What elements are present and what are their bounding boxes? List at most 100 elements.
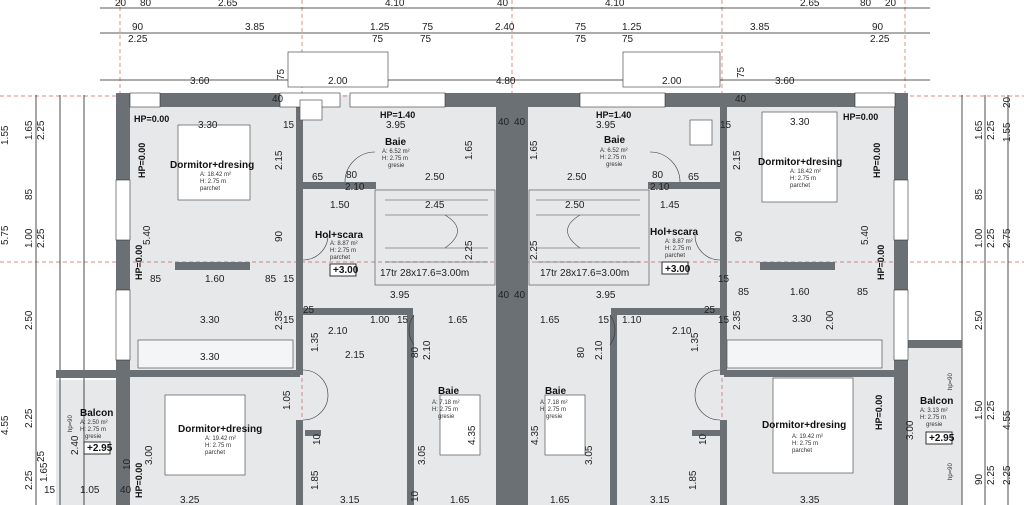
svg-text:4.35: 4.35 <box>530 425 541 445</box>
hp-labels: HP=0.00 HP=1.40 HP=1.40 HP=0.00 HP=0.00 … <box>68 110 954 498</box>
room-balcony-left: Balcon A: 2.50 m² H: 2.75 m gresie <box>80 408 113 440</box>
svg-text:2.25: 2.25 <box>24 470 35 490</box>
svg-text:40: 40 <box>272 94 284 105</box>
svg-text:H: 2.75 m: H: 2.75 m <box>790 176 816 182</box>
svg-text:40: 40 <box>735 94 747 105</box>
svg-text:Baie: Baie <box>604 135 626 146</box>
room-bath3: Baie A: 7.18 m² H: 2.75 m gresie <box>432 386 460 420</box>
svg-text:85: 85 <box>265 274 277 285</box>
svg-text:1.60: 1.60 <box>790 287 810 298</box>
svg-text:3.30: 3.30 <box>200 352 220 363</box>
svg-text:2.25: 2.25 <box>36 120 47 140</box>
svg-text:parchet: parchet <box>205 450 225 456</box>
svg-text:3.95: 3.95 <box>596 290 616 301</box>
svg-text:Baie: Baie <box>385 137 407 148</box>
svg-text:1.50: 1.50 <box>974 400 985 420</box>
dim-r2-3: 1.25 <box>370 22 390 33</box>
svg-text:2.25: 2.25 <box>986 120 997 140</box>
svg-text:85: 85 <box>738 287 750 298</box>
svg-text:1.05: 1.05 <box>80 485 100 496</box>
stairs <box>374 189 650 286</box>
svg-text:2.25: 2.25 <box>529 240 540 260</box>
svg-text:H: 2.75 m: H: 2.75 m <box>792 441 818 447</box>
svg-text:Hol+scara: Hol+scara <box>315 230 364 241</box>
hp-label: HP=0.00 <box>876 245 886 280</box>
svg-text:2.75: 2.75 <box>1002 228 1013 248</box>
svg-text:40: 40 <box>498 290 510 301</box>
svg-text:gresie: gresie <box>606 162 623 168</box>
svg-text:parchet: parchet <box>790 183 810 189</box>
top-dimension-lines <box>100 7 930 81</box>
hp-label: HP=0.00 <box>134 245 144 280</box>
svg-text:40: 40 <box>498 117 510 128</box>
svg-text:1.50: 1.50 <box>330 200 350 211</box>
balcony-right-floor <box>906 342 962 505</box>
room-hall2: Hol+scara A: 8.87 m² H: 2.75 m parchet <box>650 227 699 259</box>
svg-text:A: 8.87 m²: A: 8.87 m² <box>665 239 693 245</box>
room-bed4: Dormitor+dresing A: 19.42 m² H: 2.75 m p… <box>762 420 846 454</box>
svg-text:1.05: 1.05 <box>282 390 293 410</box>
svg-text:A: 2.50 m²: A: 2.50 m² <box>80 420 108 426</box>
svg-text:10: 10 <box>410 490 421 502</box>
svg-text:3.95: 3.95 <box>390 290 410 301</box>
svg-text:A: 18.42 m²: A: 18.42 m² <box>790 169 821 175</box>
dim-r2-8: 3.85 <box>750 22 770 33</box>
svg-text:80: 80 <box>346 170 358 181</box>
dim-r4-2: 2.00 <box>328 76 348 87</box>
hp-label: HP=0.00 <box>874 395 884 430</box>
svg-text:90: 90 <box>274 230 285 242</box>
svg-text:25: 25 <box>36 450 47 462</box>
dim-r4-1: 3.60 <box>190 76 210 87</box>
svg-text:2.50: 2.50 <box>24 310 35 330</box>
hp-label: HP=1.40 <box>380 110 415 120</box>
svg-text:2.35: 2.35 <box>732 310 743 330</box>
svg-text:80: 80 <box>652 170 664 181</box>
svg-text:gresie: gresie <box>388 163 405 169</box>
dim-75b: 75 <box>736 66 747 78</box>
furniture <box>137 99 883 476</box>
level-badges: +3.00 +3.00 +2.95 +2.95 <box>83 261 955 455</box>
svg-text:Hol+scara: Hol+scara <box>650 227 699 238</box>
svg-text:gresie: gresie <box>926 422 943 428</box>
svg-text:15: 15 <box>283 274 295 285</box>
svg-text:A: 19.42 m²: A: 19.42 m² <box>205 436 236 442</box>
svg-text:80: 80 <box>576 346 587 358</box>
windows <box>115 51 909 361</box>
level-label: +2.95 <box>929 433 955 444</box>
svg-text:3.30: 3.30 <box>792 314 812 325</box>
dim-r2-5: 2.40 <box>495 22 515 33</box>
dim-top-1: 20 <box>115 0 127 9</box>
interior-dims: 3.30 3.30 3.95 3.95 3.95 3.95 2.50 2.50 … <box>70 94 916 505</box>
svg-text:1.65: 1.65 <box>550 495 570 505</box>
dim-r4-4: 2.00 <box>662 76 682 87</box>
svg-text:gresie: gresie <box>438 414 455 420</box>
svg-text:H: 2.75 m: H: 2.75 m <box>200 179 226 185</box>
svg-text:2.50: 2.50 <box>425 172 445 183</box>
svg-text:H: 2.75 m: H: 2.75 m <box>600 155 626 161</box>
dim-r3-5: 75 <box>622 34 634 45</box>
svg-text:1.00: 1.00 <box>974 228 985 248</box>
hp-label: HP=0.00 <box>134 463 144 498</box>
svg-text:15: 15 <box>718 315 730 326</box>
svg-text:H: 2.75 m: H: 2.75 m <box>432 407 458 413</box>
svg-text:1.65: 1.65 <box>540 315 560 326</box>
svg-text:4.55: 4.55 <box>0 415 11 435</box>
svg-text:85: 85 <box>24 188 35 200</box>
dim-r2-2: 3.85 <box>245 22 265 33</box>
svg-text:2.25: 2.25 <box>1002 465 1013 485</box>
right-dims: 1.65 2.25 1.55 20 85 2.75 1.00 2.25 2.50… <box>974 96 1013 485</box>
level-label: +3.00 <box>333 265 359 276</box>
svg-text:2.15: 2.15 <box>732 150 743 170</box>
svg-text:gresie: gresie <box>546 414 563 420</box>
stair-label-right: 17tr 28x17.6=3.00m <box>540 268 629 279</box>
level-label: +2.95 <box>87 443 113 454</box>
svg-text:3.05: 3.05 <box>417 445 428 465</box>
svg-text:3.35: 3.35 <box>800 495 820 505</box>
svg-text:2.15: 2.15 <box>345 350 365 361</box>
svg-text:3.05: 3.05 <box>584 445 595 465</box>
svg-text:15: 15 <box>718 274 730 285</box>
dim-r2-9: 90 <box>872 22 884 33</box>
dim-top-5: 40 <box>497 0 509 9</box>
svg-text:20: 20 <box>1002 96 1013 108</box>
